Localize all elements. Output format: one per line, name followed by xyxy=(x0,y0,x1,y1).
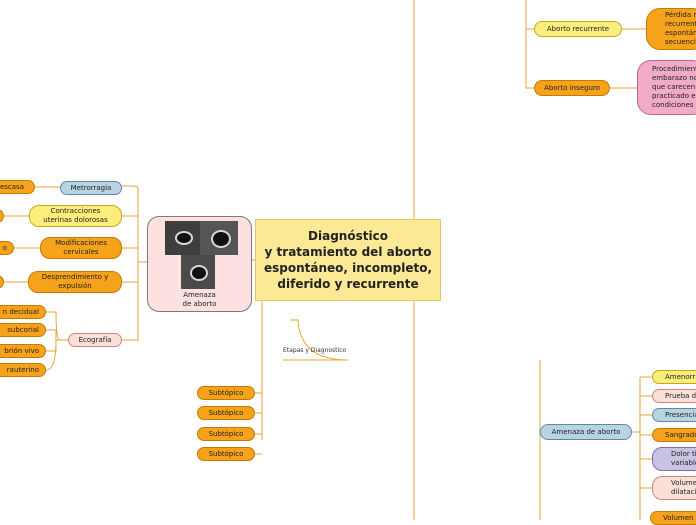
leaf-dolor[interactable]: Dolor tip variable xyxy=(652,447,696,471)
leaf-presencia[interactable]: Presencia xyxy=(652,408,696,422)
leaf-intrauterino[interactable]: rauterino xyxy=(0,363,46,377)
leaf-subcorial[interactable]: subcorial xyxy=(0,323,46,337)
leaf-decidual[interactable]: n decidual xyxy=(0,305,46,319)
subtopic-4[interactable]: Subtópico xyxy=(197,447,255,461)
topic-contracciones[interactable]: Contracciones uterinas dolorosas xyxy=(29,205,122,227)
leaf-procedimiento[interactable]: Procedimient embarazo no que carecen pra… xyxy=(637,60,696,115)
topic-amenaza-de-aborto[interactable]: Amenaza de aborto xyxy=(540,424,632,440)
floating-topic-etapas[interactable]: Etapas y Diagnostico xyxy=(283,347,347,354)
leaf-volumen-dilatacion[interactable]: Volumen dilatacio xyxy=(652,476,696,500)
ultrasound-image-1 xyxy=(165,221,200,255)
topic-aborto-recurrente[interactable]: Aborto recurrente xyxy=(534,21,622,37)
topic-aborto-inseguro[interactable]: Aborto inseguro xyxy=(534,80,610,96)
subtopic-2[interactable]: Subtópico xyxy=(197,406,255,420)
leaf-escasa[interactable]: escasa xyxy=(0,180,35,194)
image-topic-amenaza[interactable]: Amenaza de aborto xyxy=(147,216,252,312)
image-caption: Amenaza de aborto xyxy=(182,291,217,308)
leaf-volumen-bottom[interactable]: Volumen xyxy=(650,511,696,525)
subtopic-3[interactable]: Subtópico xyxy=(197,427,255,441)
topic-modificaciones[interactable]: Modificaciones cervicales xyxy=(40,237,122,259)
leaf-modificaciones-partial[interactable]: o xyxy=(0,241,14,255)
leaf-sangrado[interactable]: Sangrado xyxy=(652,428,696,442)
leaf-prueba[interactable]: Prueba d xyxy=(652,389,696,403)
leaf-amenorrea[interactable]: Amenorr xyxy=(652,370,696,384)
ultrasound-image-3 xyxy=(181,255,215,289)
topic-desprendimiento[interactable]: Desprendimiento y expulsión xyxy=(28,271,122,293)
leaf-embrion-vivo[interactable]: brión vivo xyxy=(0,344,46,358)
central-topic[interactable]: Diagnóstico y tratamiento del aborto esp… xyxy=(255,219,441,301)
ultrasound-image-2 xyxy=(200,221,238,255)
leaf-perdida-recurrente[interactable]: Pérdida r recurrent espontán secuencia xyxy=(646,8,696,50)
topic-ecografia[interactable]: Ecografía xyxy=(68,333,122,347)
subtopic-1[interactable]: Subtópico xyxy=(197,386,255,400)
topic-metrorragia[interactable]: Metrorragia xyxy=(60,181,122,195)
